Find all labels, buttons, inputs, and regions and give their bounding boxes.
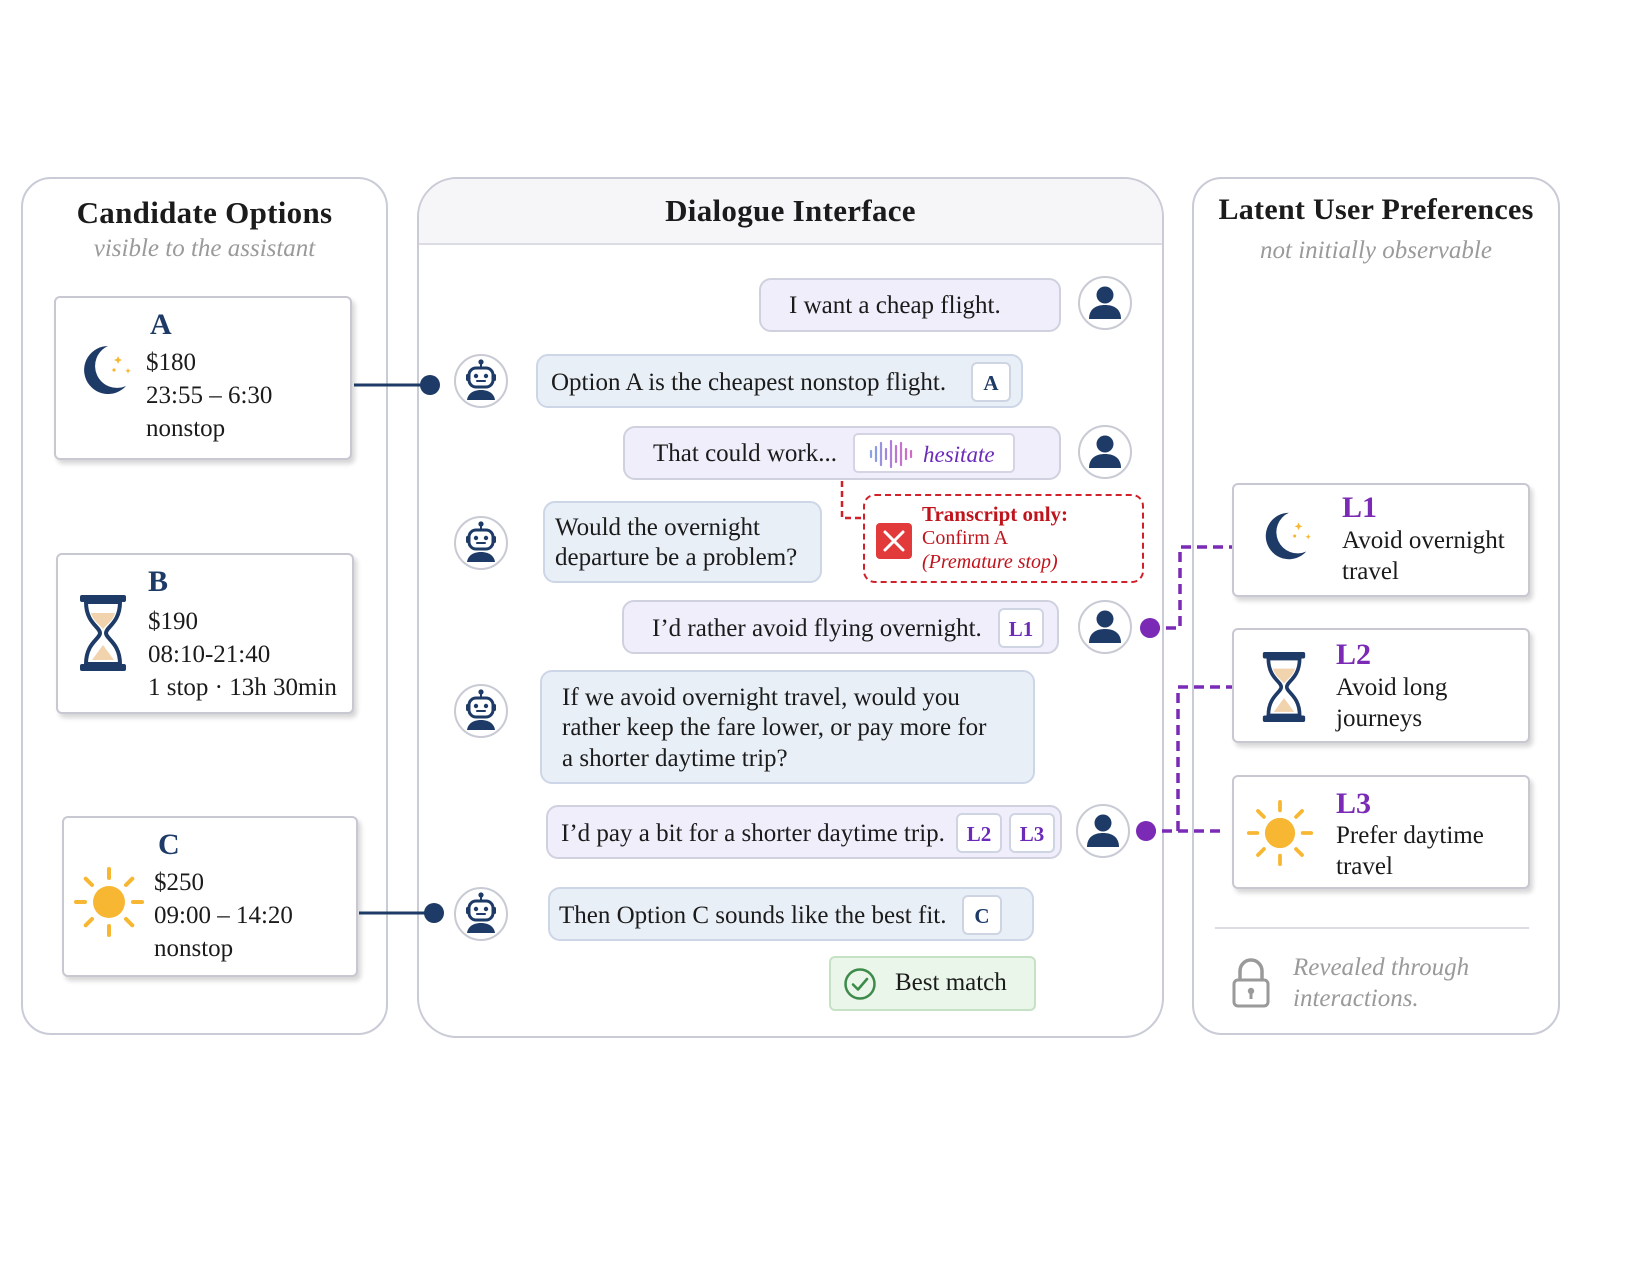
option-tag-a: A bbox=[971, 362, 1011, 402]
user-avatar-icon bbox=[1076, 804, 1130, 858]
option-c-price: $250 bbox=[154, 869, 204, 896]
sun-icon bbox=[74, 867, 144, 937]
option-c-stops: nonstop bbox=[154, 935, 234, 962]
option-a-time: 23:55 – 6:30 bbox=[146, 382, 273, 409]
preference-tag-l1: L1 bbox=[998, 608, 1044, 648]
option-card-c: C $250 09:00 – 14:20 nonstop bbox=[62, 816, 358, 977]
preference-card-l3: L3 Prefer daytime travel bbox=[1232, 775, 1530, 889]
user-avatar-icon bbox=[1078, 425, 1132, 479]
latent-preferences-title: Latent User Preferences bbox=[1218, 193, 1534, 226]
option-a-stops: nonstop bbox=[146, 415, 226, 442]
option-a-letter: A bbox=[150, 308, 172, 341]
preference-card-l2: L2 Avoid long journeys bbox=[1232, 628, 1530, 743]
transcript-note-title: Transcript only: bbox=[922, 502, 1069, 526]
option-a-price: $180 bbox=[146, 349, 196, 376]
option-card-b: B $190 08:10-21:40 1 stop · 13h 30min bbox=[56, 553, 354, 714]
lock-icon bbox=[1232, 958, 1270, 1008]
hourglass-icon bbox=[1262, 652, 1306, 722]
user-avatar-icon bbox=[1078, 600, 1132, 654]
candidate-options-title: Candidate Options bbox=[76, 195, 333, 230]
sun-icon bbox=[1246, 799, 1314, 867]
option-b-time: 08:10-21:40 bbox=[148, 641, 271, 668]
preference-l1-label: L1 bbox=[1342, 491, 1378, 524]
option-b-letter: B bbox=[148, 565, 169, 598]
preference-l2-line2: journeys bbox=[1336, 705, 1423, 732]
revealed-note-line1: Revealed through bbox=[1293, 954, 1470, 981]
user-message-2: That could work... hesitate bbox=[623, 426, 1061, 480]
moon-icon bbox=[84, 346, 131, 394]
hesitate-audio-tag: hesitate bbox=[853, 433, 1015, 473]
revealed-note: Revealed through interactions. bbox=[1293, 952, 1469, 1014]
assistant-message-4: Then Option C sounds like the best fit. … bbox=[548, 887, 1034, 941]
option-tag-c: C bbox=[962, 895, 1002, 935]
option-card-a: A $180 23:55 – 6:30 nonstop bbox=[54, 296, 352, 460]
candidate-options-subtitle: visible to the assistant bbox=[93, 235, 316, 262]
moon-icon bbox=[1265, 512, 1311, 560]
user-message-3: I’d rather avoid flying overnight. L1 bbox=[622, 600, 1059, 654]
preference-l3-line1: Prefer daytime bbox=[1336, 822, 1484, 849]
preference-l3-line2: travel bbox=[1336, 853, 1393, 880]
dialogue-interface-title: Dialogue Interface bbox=[665, 193, 916, 228]
robot-avatar-icon bbox=[454, 684, 508, 738]
preference-l2-label: L2 bbox=[1336, 638, 1372, 671]
option-c-time: 09:00 – 14:20 bbox=[154, 902, 293, 929]
user-message-4: I’d pay a bit for a shorter daytime trip… bbox=[546, 805, 1062, 859]
user-avatar-icon bbox=[1078, 276, 1132, 330]
preference-l2-line1: Avoid long bbox=[1336, 674, 1448, 701]
preference-l1-line2: travel bbox=[1342, 558, 1399, 585]
close-icon bbox=[876, 523, 912, 559]
preference-tag-l2: L2 bbox=[956, 813, 1002, 853]
option-c-letter: C bbox=[158, 828, 180, 861]
robot-avatar-icon bbox=[454, 354, 508, 408]
dialogue-header bbox=[419, 179, 1162, 245]
preference-l1-line1: Avoid overnight bbox=[1342, 527, 1505, 554]
revealed-note-line2: interactions. bbox=[1293, 985, 1419, 1012]
option-b-stops: 1 stop · 13h 30min bbox=[148, 674, 337, 701]
preferences-divider bbox=[1215, 927, 1529, 929]
assistant-message-1: Option A is the cheapest nonstop flight.… bbox=[536, 354, 1023, 408]
transcript-note-line2: (Premature stop) bbox=[922, 551, 1058, 573]
latent-preferences-panel: Latent User Preferences not initially ob… bbox=[1192, 177, 1560, 1035]
transcript-note-line1: Confirm A bbox=[922, 527, 1009, 549]
assistant-message-2: Would the overnight departure be a probl… bbox=[543, 501, 822, 583]
preference-tag-l3: L3 bbox=[1009, 813, 1055, 853]
latent-preferences-subtitle: not initially observable bbox=[1260, 237, 1492, 264]
best-match-label: Best match bbox=[895, 969, 1007, 996]
robot-avatar-icon bbox=[454, 516, 508, 570]
assistant-message-3: If we avoid overnight travel, would you … bbox=[540, 670, 1035, 784]
check-circle-icon bbox=[844, 968, 876, 1000]
robot-avatar-icon bbox=[454, 887, 508, 941]
transcript-only-note: Transcript only: Confirm A (Premature st… bbox=[863, 494, 1144, 583]
preference-card-l1: L1 Avoid overnight travel bbox=[1232, 483, 1530, 597]
user-message-1: I want a cheap flight. bbox=[759, 278, 1061, 332]
preference-l3-label: L3 bbox=[1336, 787, 1372, 820]
audio-waveform-icon bbox=[869, 439, 913, 469]
best-match-badge: Best match bbox=[829, 956, 1036, 1011]
hourglass-icon bbox=[80, 595, 126, 671]
option-b-price: $190 bbox=[148, 608, 198, 635]
hesitate-label: hesitate bbox=[923, 442, 995, 467]
